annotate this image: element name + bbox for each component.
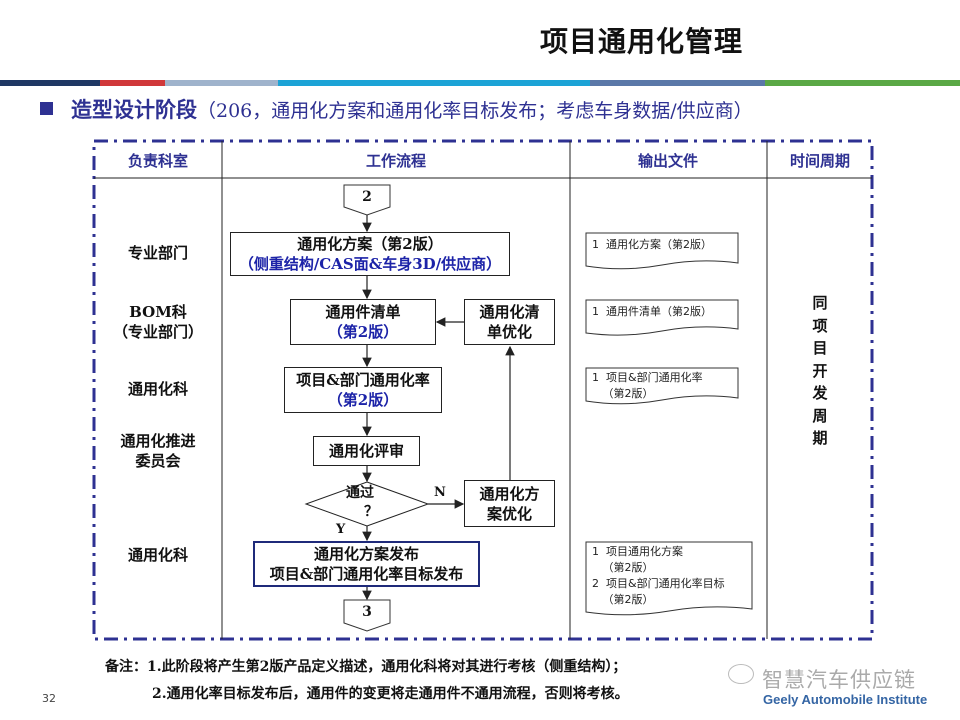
yes-label: Y: [336, 522, 346, 537]
color-bar-4: [278, 80, 590, 86]
end-connector-label: 3: [362, 604, 372, 620]
page-number: 32: [42, 692, 56, 705]
step-rate: 项目&部门通用化率（第2版）: [284, 367, 442, 413]
output-doc: 1 通用化方案（第2版）: [592, 238, 712, 251]
bullet-square-icon: [40, 102, 53, 115]
header-period: 时间周期: [789, 152, 851, 170]
page-title: 项目通用化管理: [540, 25, 744, 58]
header-department: 负责科室: [127, 152, 189, 170]
watermark-text: 智慧汽车供应链: [762, 668, 916, 692]
dept-label: 通用化科: [127, 546, 189, 564]
dept-label: BOM科（专业部门）: [112, 303, 204, 341]
decision-label: 通过？: [346, 485, 378, 520]
color-bar-6: [765, 80, 960, 86]
offpage-connector-end: [343, 599, 391, 632]
offpage-connector-start: [343, 184, 391, 216]
note-2: 2.通用化率目标发布后，通用件的变更将走通用件不通用流程，否则将考核。: [152, 686, 629, 702]
color-bar-5: [590, 80, 765, 86]
output-doc: 1 通用件清单（第2版）: [592, 305, 712, 318]
step-parts-list: 通用件清单（第2版）: [290, 299, 436, 345]
dept-label: 通用化科: [127, 380, 189, 398]
start-connector-label: 2: [362, 189, 372, 205]
output-doc: 1 项目&部门通用化率 （第2版）: [592, 371, 703, 400]
output-doc: 1 项目通用化方案 （第2版） 2 项目&部门通用化率目标 （第2版）: [592, 545, 725, 606]
color-bar-3: [165, 80, 278, 86]
step-plan-optimize: 通用化方案优化: [464, 480, 555, 527]
header-output: 输出文件: [637, 152, 699, 170]
dept-label: 通用化推进委员会: [120, 432, 196, 470]
color-bar-1: [0, 80, 100, 86]
color-bar-2: [100, 80, 165, 86]
wechat-icon: [728, 664, 754, 684]
step-plan: 通用化方案（第2版）（侧重结构/CAS面&车身3D/供应商）: [230, 232, 510, 276]
header-workflow: 工作流程: [365, 152, 427, 170]
table-border: [92, 139, 874, 641]
section-subtitle: 造型设计阶段（206，通用化方案和通用化率目标发布；考虑车身数据/供应商）: [40, 94, 753, 124]
note-1: 备注：1.此阶段将产生第2版产品定义描述，通用化科将对其进行考核（侧重结构）；: [105, 659, 627, 675]
subtitle-main: 造型设计阶段: [71, 97, 197, 122]
step-review: 通用化评审: [313, 436, 420, 466]
period-text: 同项目开发周期: [812, 294, 828, 447]
subtitle-detail: （206，通用化方案和通用化率目标发布；考虑车身数据/供应商）: [197, 100, 753, 122]
step-release: 通用化方案发布项目&部门通用化率目标发布: [253, 541, 480, 587]
org-name: Geely Automobile Institute: [763, 692, 928, 707]
step-list-optimize: 通用化清单优化: [464, 299, 555, 345]
document-shapes: [585, 232, 753, 616]
dept-label: 专业部门: [127, 244, 189, 262]
no-label: N: [434, 485, 446, 500]
